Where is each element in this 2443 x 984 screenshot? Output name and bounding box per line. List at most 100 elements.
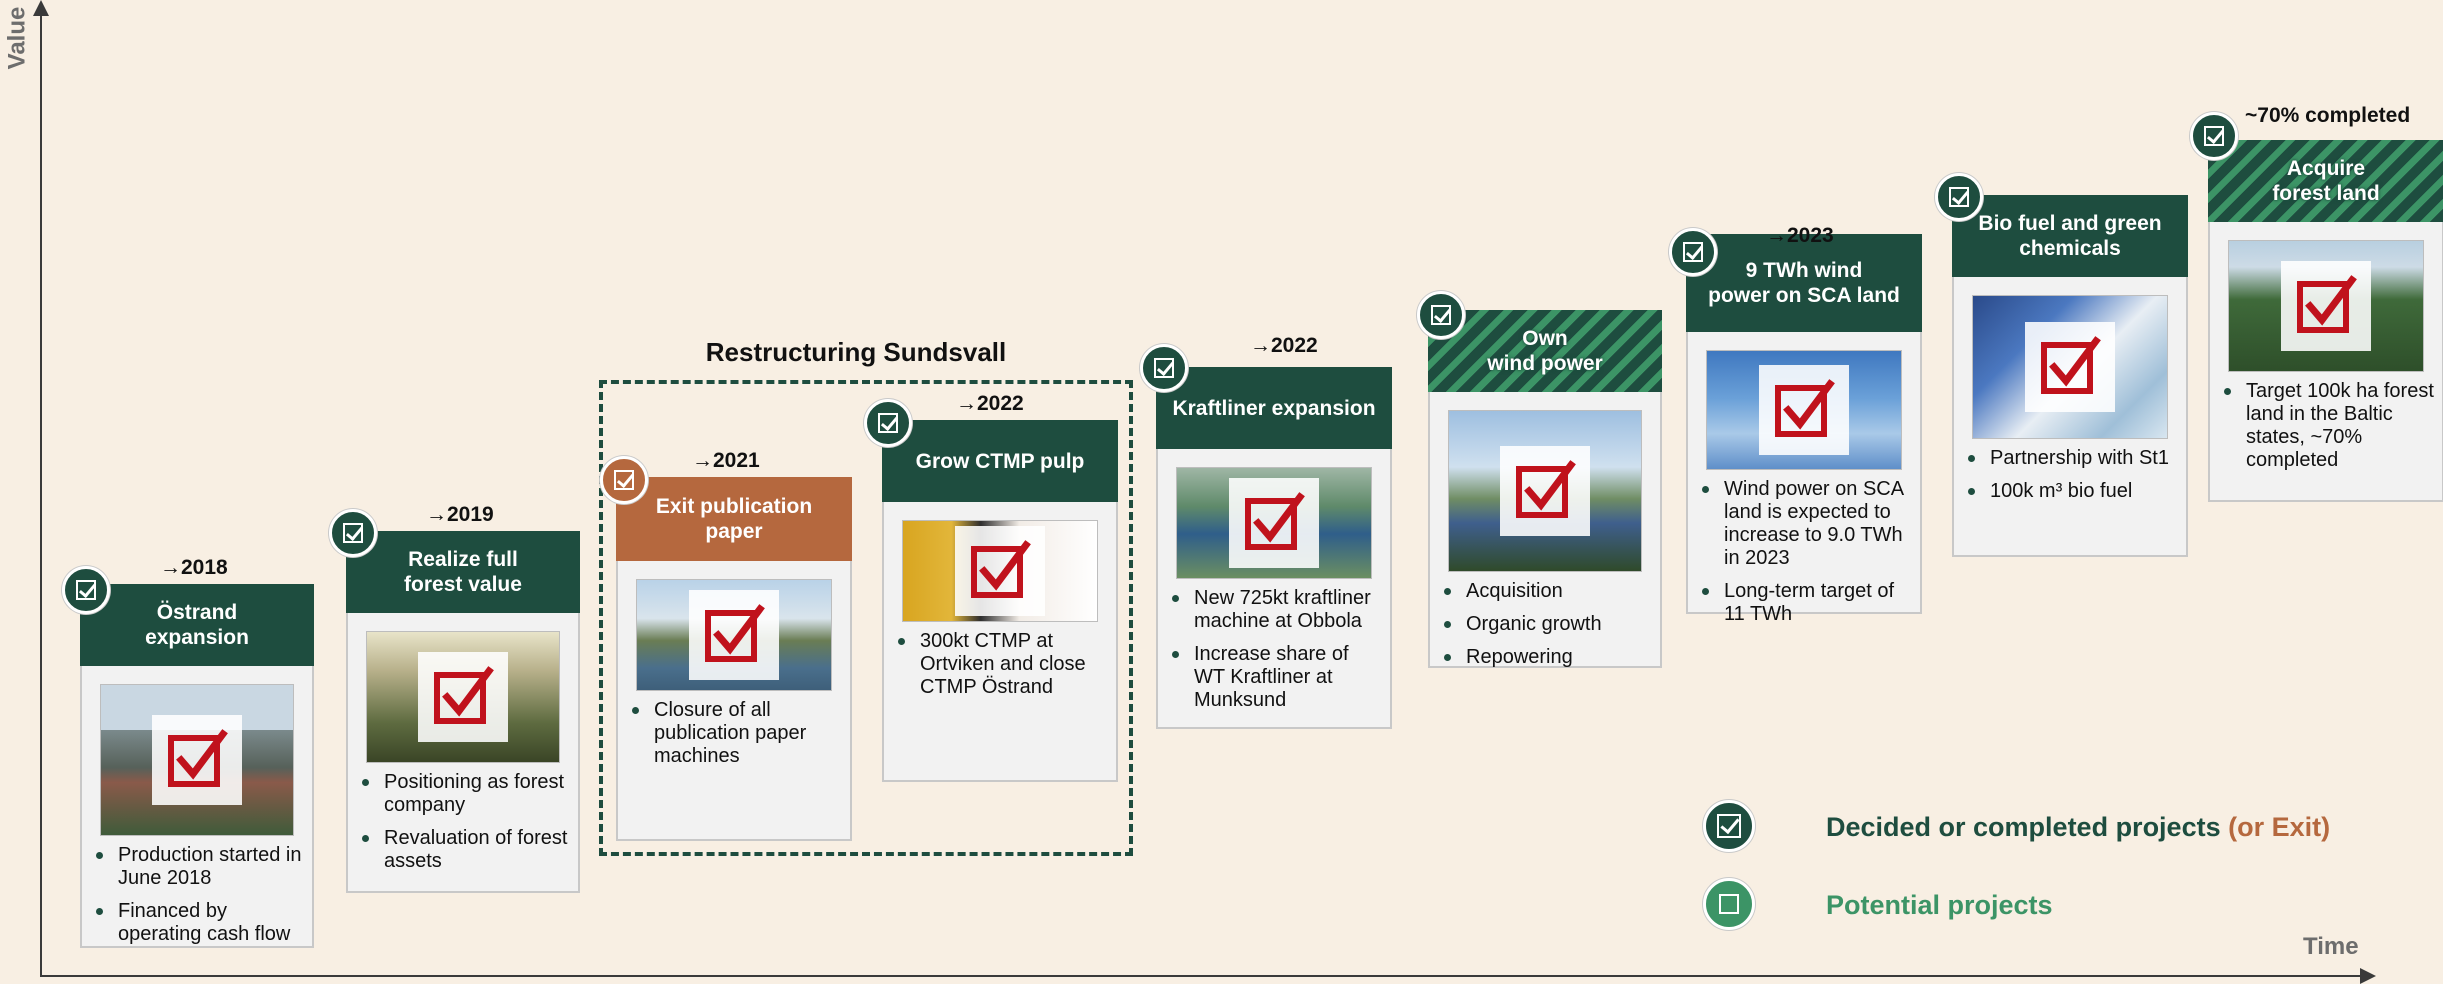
- status-checkbox-icon: [329, 509, 377, 557]
- project-photo: [1706, 350, 1902, 470]
- bullet-list: 300kt CTMP at Ortviken and close CTMP Ös…: [884, 630, 1116, 709]
- red-checkbox-icon: [168, 729, 228, 787]
- red-checkbox-icon: [1516, 460, 1576, 518]
- year-label: →2019: [426, 503, 494, 526]
- project-photo: [100, 684, 294, 836]
- year-label: →2022: [1250, 334, 1318, 357]
- card-title-line: Own: [1522, 327, 1568, 350]
- legend-decided-icon: [1703, 800, 1755, 852]
- card-title-line: Realize full: [408, 548, 518, 571]
- project-photo: [636, 579, 832, 691]
- bullet-item: Acquisition: [1430, 580, 1660, 603]
- status-checkbox-icon: [2190, 112, 2238, 160]
- x-axis: [40, 975, 2365, 977]
- card-title-line: forest land: [2272, 182, 2380, 205]
- project-photo: [2228, 240, 2424, 372]
- project-card: Grow CTMP pulp 300kt CTMP at Ortviken and…: [882, 420, 1118, 782]
- year-label: ~70% completed: [2245, 104, 2411, 127]
- card-title-line: Acquire: [2286, 157, 2366, 180]
- bullet-item: Partnership with St1: [1954, 447, 2186, 470]
- bullet-item: Production started in June 2018: [82, 844, 312, 890]
- bullet-item: Repowering: [1430, 646, 1660, 669]
- checkmark-tile: [2281, 261, 2371, 351]
- checkmark-tile: [955, 526, 1045, 616]
- status-checkbox-icon: [1669, 228, 1717, 276]
- red-checkbox-icon: [434, 666, 494, 724]
- card-title-line: 9 TWh wind: [1745, 259, 1863, 282]
- red-checkbox-icon: [971, 540, 1031, 598]
- legend-exit-label: (or Exit): [2228, 812, 2331, 842]
- card-title-line: Exit publication: [655, 495, 813, 518]
- checkmark-tile: [1759, 365, 1849, 455]
- restructuring-group-box: [599, 380, 1133, 856]
- legend-decided-text: Decided or completed projects (or Exit): [1826, 812, 2330, 843]
- status-checkbox-icon: [600, 456, 648, 504]
- x-axis-arrow: [2360, 968, 2376, 984]
- year-label: →2023: [1766, 224, 1834, 247]
- bullet-item: Financed by operating cash flow: [82, 900, 312, 946]
- checkmark-tile: [2025, 322, 2115, 412]
- red-checkbox-icon: [1775, 379, 1835, 437]
- y-axis-arrow: [33, 0, 49, 16]
- bullet-item: 300kt CTMP at Ortviken and close CTMP Ös…: [884, 630, 1116, 699]
- y-axis: [40, 12, 42, 976]
- status-checkbox-icon: [1417, 291, 1465, 339]
- card-title-line: wind power: [1487, 352, 1603, 375]
- card-title-line: Bio fuel and green: [1978, 212, 2162, 235]
- bullet-item: Target 100k ha forest land in the Baltic…: [2210, 380, 2442, 472]
- card-title-line: Grow CTMP pulp: [915, 449, 1085, 473]
- legend-decided-label: Decided or completed projects: [1826, 812, 2221, 842]
- card-title-line: Kraftliner expansion: [1172, 396, 1376, 420]
- bullet-item: Positioning as forest company: [348, 771, 578, 817]
- card-title-text: Kraftliner expansion: [1172, 396, 1375, 421]
- card-title-line: Östrand: [156, 601, 238, 624]
- project-photo: [1448, 410, 1642, 572]
- status-checkbox-icon: [1140, 344, 1188, 392]
- status-checkbox-icon: [864, 399, 912, 447]
- red-checkbox-icon: [705, 604, 765, 662]
- restructuring-group-title: Restructuring Sundsvall: [705, 337, 1007, 367]
- year-label: →2021: [692, 449, 760, 472]
- checkmark-tile: [689, 590, 779, 680]
- bullet-list: Partnership with St1 100k m³ bio fuel: [1954, 447, 2186, 513]
- bullet-item: Wind power on SCA land is expected to in…: [1688, 478, 1920, 570]
- bullet-list: Target 100k ha forest land in the Baltic…: [2210, 380, 2442, 482]
- checkmark-tile: [418, 652, 508, 742]
- status-checkbox-icon: [62, 566, 110, 614]
- card-title-line: expansion: [145, 626, 249, 649]
- status-checkbox-icon: [1935, 173, 1983, 221]
- bullet-item: 100k m³ bio fuel: [1954, 480, 2186, 503]
- legend-potential-icon: [1703, 878, 1755, 930]
- project-photo: [902, 520, 1098, 622]
- red-checkbox-icon: [2297, 275, 2357, 333]
- legend-potential-text: Potential projects: [1826, 890, 2053, 920]
- bullet-item: Revaluation of forest assets: [348, 827, 578, 873]
- bullet-list: Wind power on SCA land is expected to in…: [1688, 478, 1920, 636]
- project-photo: [366, 631, 560, 763]
